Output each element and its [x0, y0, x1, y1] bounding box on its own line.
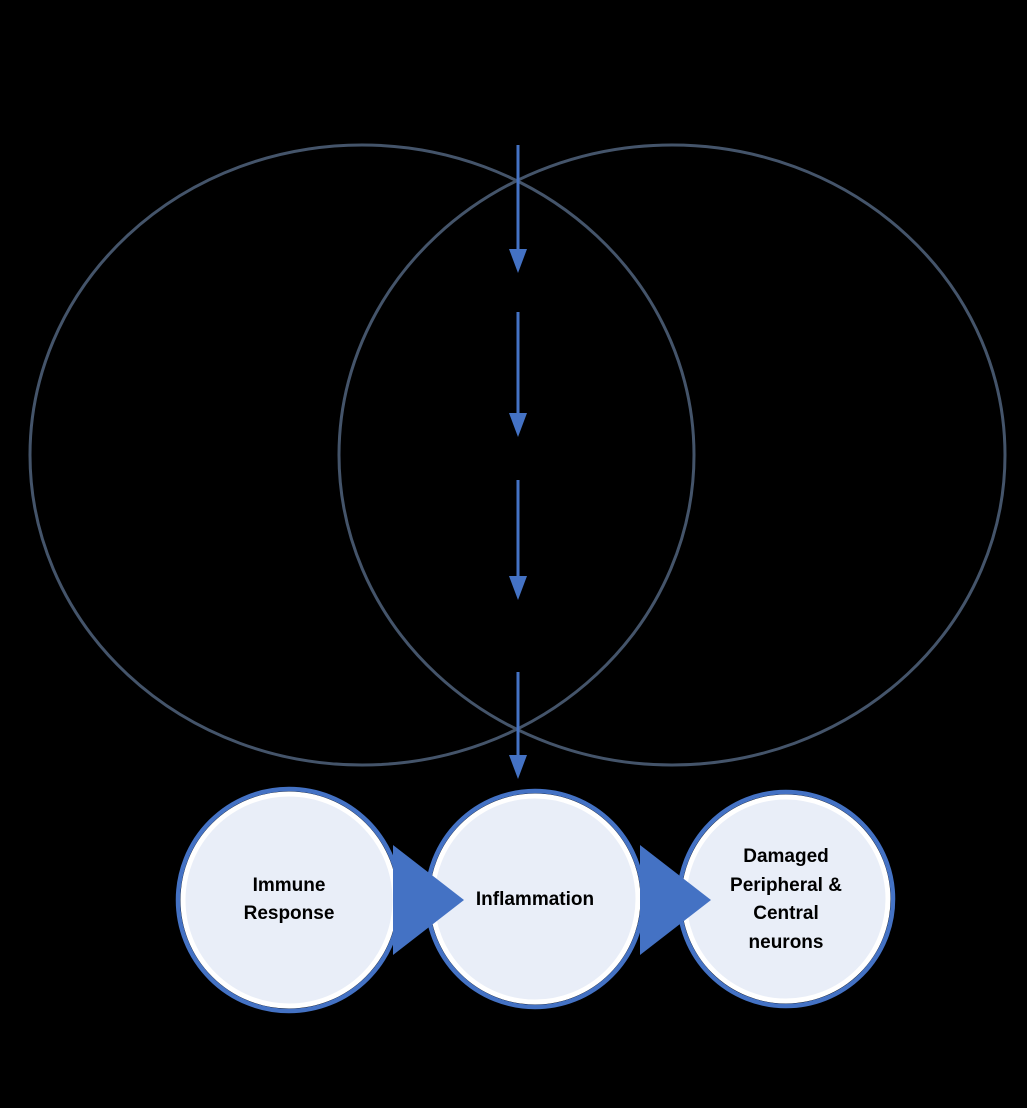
- down-arrow-3-head-icon: [509, 576, 527, 600]
- step-label-damaged-neurons: Damaged Peripheral & Central neurons: [730, 846, 842, 953]
- connector-arrow-2-icon: [640, 845, 711, 955]
- venn-right-circle: [337, 143, 1007, 767]
- down-arrow-4-head-icon: [509, 755, 527, 779]
- connector-arrow-1-icon: [393, 845, 464, 955]
- down-arrow-2-head-icon: [509, 413, 527, 437]
- down-arrow-1-head-icon: [509, 249, 527, 273]
- venn-left-circle: [28, 143, 696, 767]
- step-label-inflammation: Inflammation: [475, 888, 595, 910]
- step-label-immune-response: Immune Response: [243, 874, 335, 925]
